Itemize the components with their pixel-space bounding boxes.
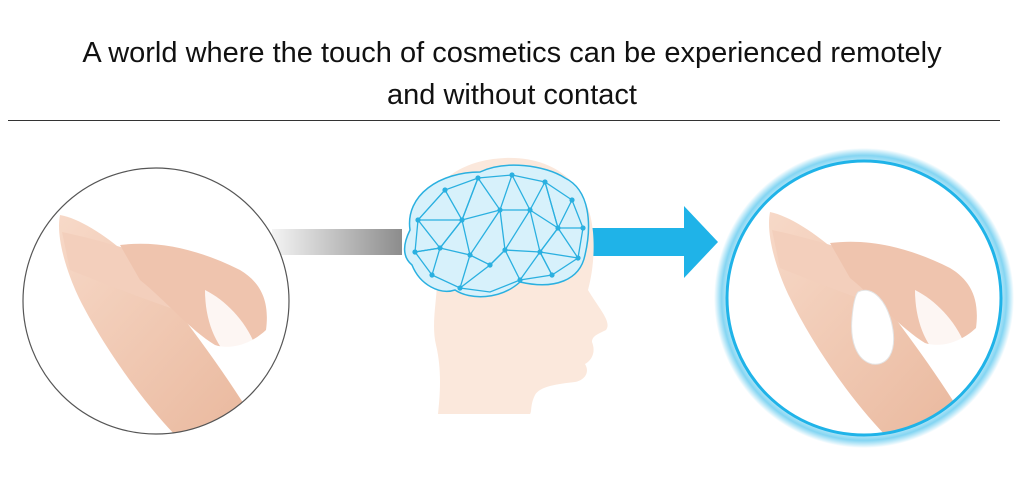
headline: A world where the touch of cosmetics can… <box>0 32 1024 116</box>
headline-line-1: A world where the touch of cosmetics can… <box>82 37 942 69</box>
headline-line-2: and without contact <box>387 79 637 111</box>
output-arrow <box>588 206 718 278</box>
divider-rule <box>8 120 1000 121</box>
brain-network-nodes <box>412 172 586 291</box>
input-gradient-bar <box>272 229 402 255</box>
left-hands-circle <box>22 167 290 435</box>
head-with-brain-network <box>403 157 608 414</box>
right-hands-circle <box>714 148 1014 448</box>
